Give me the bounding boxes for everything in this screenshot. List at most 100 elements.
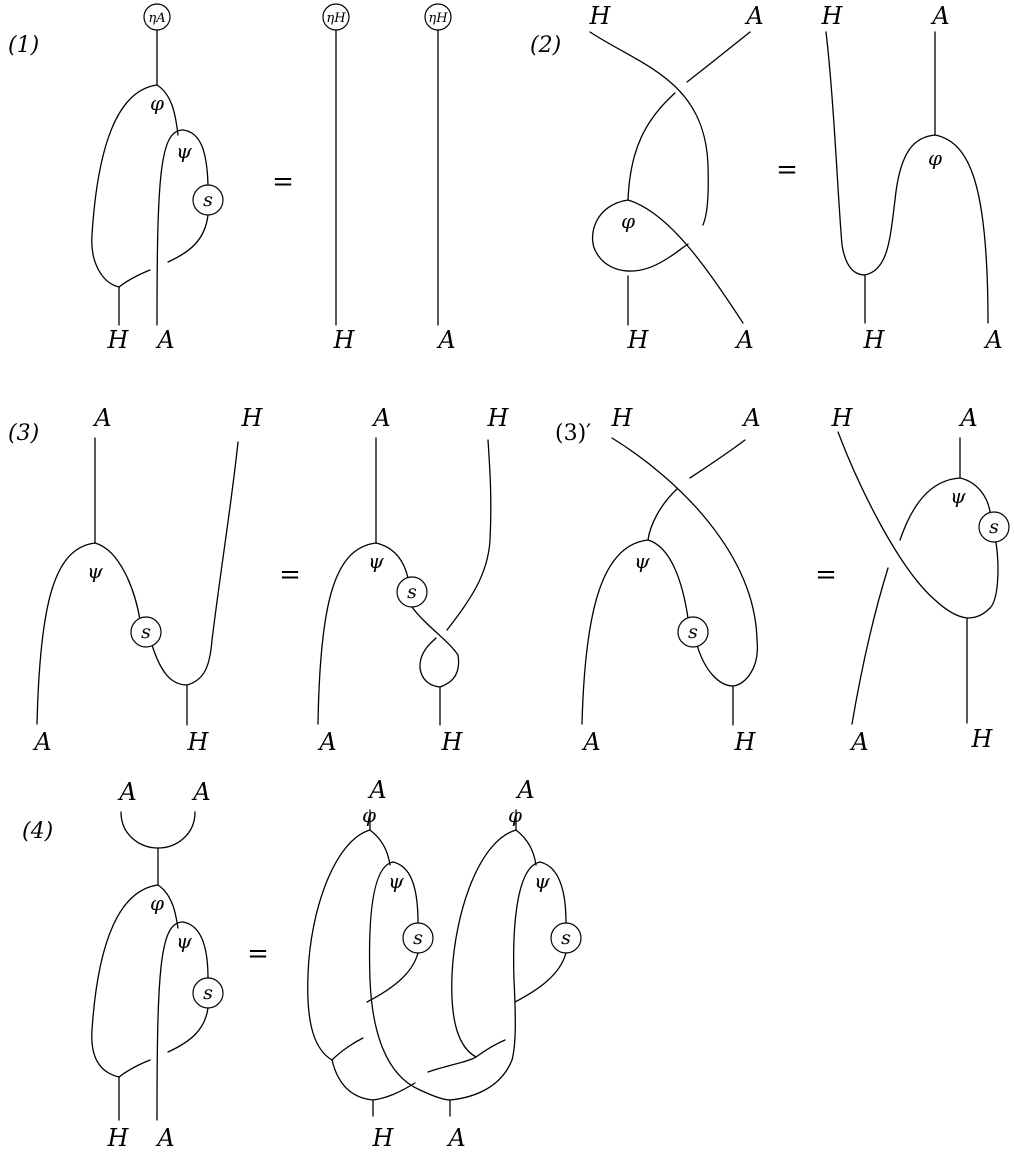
label-h: H	[611, 404, 634, 432]
antipode-label: s	[203, 189, 213, 211]
antipode-node	[978, 511, 1010, 543]
antipode-label: s	[413, 927, 423, 949]
wire	[851, 567, 889, 725]
label-a: A	[117, 778, 136, 806]
wire	[475, 1039, 506, 1058]
equation-2: (2) H A φ H A = H A φ H A	[530, 2, 1003, 354]
label-h: H	[333, 326, 356, 354]
psi-label: ψ	[176, 929, 192, 953]
label-h: H	[821, 2, 844, 30]
equation-3-rhs: A H s ψ A H	[317, 404, 509, 756]
equation-4-rhs: A A s φ ψ s φ ψ	[307, 776, 582, 1152]
phi-label: φ	[150, 91, 164, 115]
equation-4-lhs: A A φ ψ s H A	[91, 778, 224, 1152]
label-a: A	[515, 776, 534, 804]
phi-label: φ	[508, 803, 522, 827]
psi-label: ψ	[950, 484, 966, 508]
antipode-label: s	[989, 516, 999, 538]
wire	[627, 92, 676, 201]
psi-label: ψ	[388, 869, 404, 893]
psi-label: ψ	[368, 549, 384, 573]
wire	[411, 606, 460, 688]
equation-1-rhs: ηH ηH H A	[322, 3, 456, 354]
equation-3-prime-number: (3)′	[555, 421, 591, 446]
label-a: A	[371, 404, 390, 432]
equation-1-lhs: ηA φ ψ s H A	[91, 3, 224, 354]
label-h: H	[187, 728, 210, 756]
wire	[167, 214, 209, 263]
wire	[589, 31, 709, 226]
equation-2-number: (2)	[530, 33, 561, 58]
equation-4-number: (4)	[22, 819, 53, 844]
label-a: A	[930, 2, 949, 30]
label-h: H	[831, 404, 854, 432]
unit-node	[143, 3, 171, 31]
wire	[182, 129, 209, 186]
wire	[392, 861, 419, 924]
label-a: A	[446, 1124, 465, 1152]
label-a: A	[958, 404, 977, 432]
eta-h-label: ηH	[326, 11, 346, 26]
antipode-label: s	[561, 927, 571, 949]
wire	[427, 1056, 477, 1073]
wire	[959, 477, 991, 513]
wire	[647, 488, 678, 541]
equation-3-prime-lhs: H A s ψ A H	[581, 404, 760, 756]
wire	[156, 129, 184, 326]
wire	[539, 861, 567, 924]
wire	[182, 921, 209, 979]
label-h: H	[441, 728, 464, 756]
wire	[451, 829, 517, 1058]
label-h: H	[627, 326, 650, 354]
psi-label: ψ	[634, 549, 650, 573]
equals-sign: =	[776, 155, 798, 185]
wire	[696, 644, 734, 687]
wire	[934, 134, 989, 324]
equation-3-lhs: A H s ψ A H	[32, 404, 263, 756]
label-a: A	[92, 404, 111, 432]
antipode-node	[677, 616, 709, 648]
antipode-label: s	[407, 581, 417, 603]
wire	[591, 199, 689, 272]
label-h: H	[487, 404, 510, 432]
wire	[514, 952, 567, 1003]
wire	[515, 829, 537, 866]
antipode-node	[130, 616, 162, 648]
wire	[369, 979, 451, 1101]
equals-sign: =	[815, 560, 837, 590]
label-h: H	[241, 404, 264, 432]
equation-1: (1) ηA φ ψ s H A = ηH ηH	[8, 3, 456, 354]
label-a: A	[741, 404, 760, 432]
wire	[689, 439, 746, 479]
wire	[686, 31, 751, 83]
wire	[513, 861, 541, 981]
label-h: H	[372, 1124, 395, 1152]
wire	[627, 199, 744, 324]
wire	[966, 541, 999, 619]
label-a: A	[155, 326, 174, 354]
wire	[375, 542, 409, 579]
wire	[581, 539, 649, 725]
label-a: A	[317, 728, 336, 756]
wire	[156, 921, 184, 1121]
equals-sign: =	[279, 560, 301, 590]
equation-2-lhs: H A φ H A	[589, 2, 764, 354]
label-a: A	[191, 778, 210, 806]
label-a: A	[849, 728, 868, 756]
label-a: A	[744, 2, 763, 30]
wire	[120, 811, 196, 849]
phi-label: φ	[362, 803, 376, 827]
wire	[864, 134, 936, 276]
equals-sign: =	[272, 167, 294, 197]
wire	[331, 1037, 364, 1061]
equation-2-rhs: H A φ H A	[821, 2, 1003, 354]
wire	[419, 637, 441, 688]
wire	[899, 477, 961, 541]
wire	[825, 31, 866, 276]
wire	[331, 1059, 374, 1101]
wire	[446, 439, 492, 631]
wire	[369, 829, 391, 866]
wire	[157, 884, 179, 929]
antipode-node	[192, 977, 224, 1009]
wire	[36, 542, 96, 725]
